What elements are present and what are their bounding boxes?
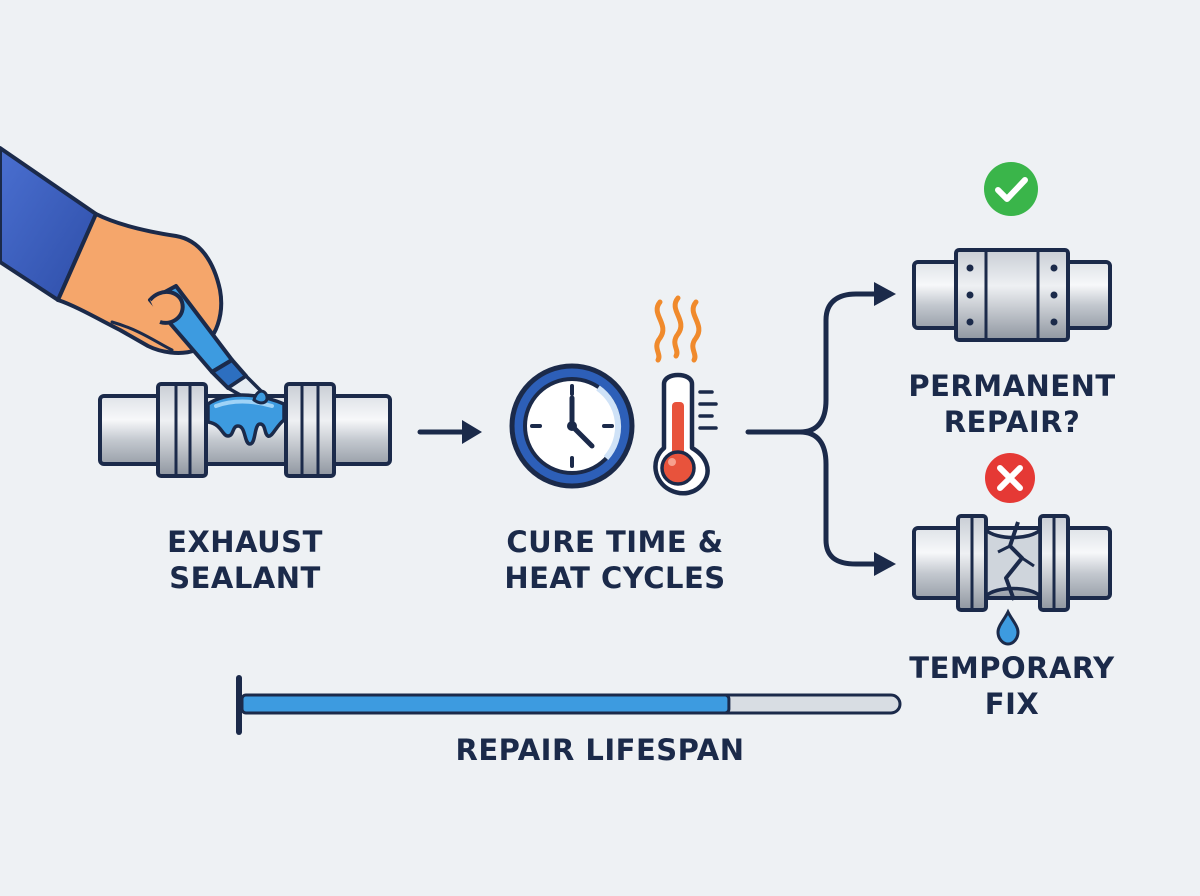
permanent-label: PERMANENT REPAIR? <box>882 368 1142 440</box>
hand-applicator-icon <box>0 146 268 406</box>
clock-icon <box>509 363 635 489</box>
cross-icon <box>985 453 1035 503</box>
heat-waves-icon <box>654 295 702 363</box>
permanent-label-line1: PERMANENT <box>908 369 1116 403</box>
permanent-label-line2: REPAIR? <box>943 405 1081 439</box>
cure-label-line2: HEAT CYCLES <box>504 561 726 595</box>
lifespan-label-text: REPAIR LIFESPAN <box>455 733 745 767</box>
step-arrow-1 <box>417 420 482 444</box>
cracked-pipe-icon <box>912 514 1112 612</box>
thermometer-icon <box>653 372 718 496</box>
check-icon <box>984 162 1038 216</box>
temporary-label-line2: FIX <box>984 687 1040 721</box>
branch-arrow <box>745 291 883 567</box>
sealant-label: EXHAUST SEALANT <box>120 524 370 596</box>
clamped-pipe-icon <box>912 248 1112 342</box>
branch-arrowhead-top <box>874 282 896 306</box>
cure-label-line1: CURE TIME & <box>506 525 724 559</box>
drip-icon <box>996 608 1020 646</box>
branch-arrowhead-bottom <box>874 552 896 576</box>
temporary-label-line1: TEMPORARY <box>909 651 1115 685</box>
repair-lifespan-bar <box>236 675 902 735</box>
sealant-label-line2: SEALANT <box>169 561 321 595</box>
cure-label: CURE TIME & HEAT CYCLES <box>480 524 750 596</box>
lifespan-label: REPAIR LIFESPAN <box>400 732 800 768</box>
sealed-pipe-icon <box>98 382 392 478</box>
sealant-label-line1: EXHAUST <box>167 525 323 559</box>
temporary-label: TEMPORARY FIX <box>882 650 1142 722</box>
lifespan-fill <box>240 693 731 715</box>
